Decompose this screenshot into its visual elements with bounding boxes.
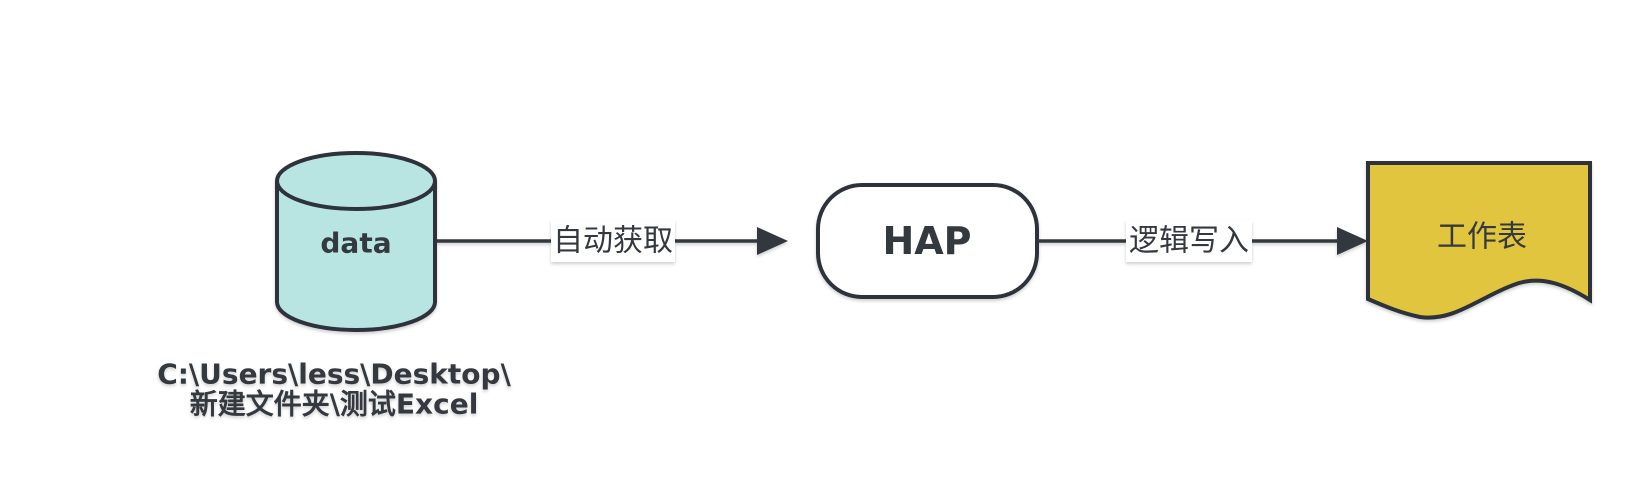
database-cylinder-shape: data [275, 151, 437, 332]
arrow-write-label-bg [1126, 220, 1252, 262]
arrow-write: 逻辑写入 [1037, 220, 1368, 262]
database-cylinder-body [275, 181, 437, 332]
arrow-fetch-label: 自动获取 [553, 224, 673, 259]
database-label: data [320, 227, 391, 260]
file-path-caption: C:\Users\less\Desktop\ 新建文件夹\测试Excel [157, 358, 511, 421]
hap-node: HAP [816, 183, 1039, 299]
arrow-write-label: 逻辑写入 [1129, 224, 1249, 259]
worksheet-document-shape: 工作表 [1366, 161, 1592, 320]
database-cylinder-top [275, 151, 437, 211]
arrow-write-arrowhead-icon [1337, 227, 1368, 255]
arrow-fetch: 自动获取 [437, 220, 788, 262]
worksheet-label: 工作表 [1437, 220, 1527, 255]
arrow-fetch-label-bg [551, 220, 675, 262]
file-path-line2: 新建文件夹\测试Excel [190, 388, 479, 421]
hap-label: HAP [882, 219, 971, 263]
file-path-line1: C:\Users\less\Desktop\ [157, 358, 511, 391]
worksheet-document-body [1366, 161, 1592, 320]
arrow-fetch-arrowhead-icon [757, 227, 788, 255]
